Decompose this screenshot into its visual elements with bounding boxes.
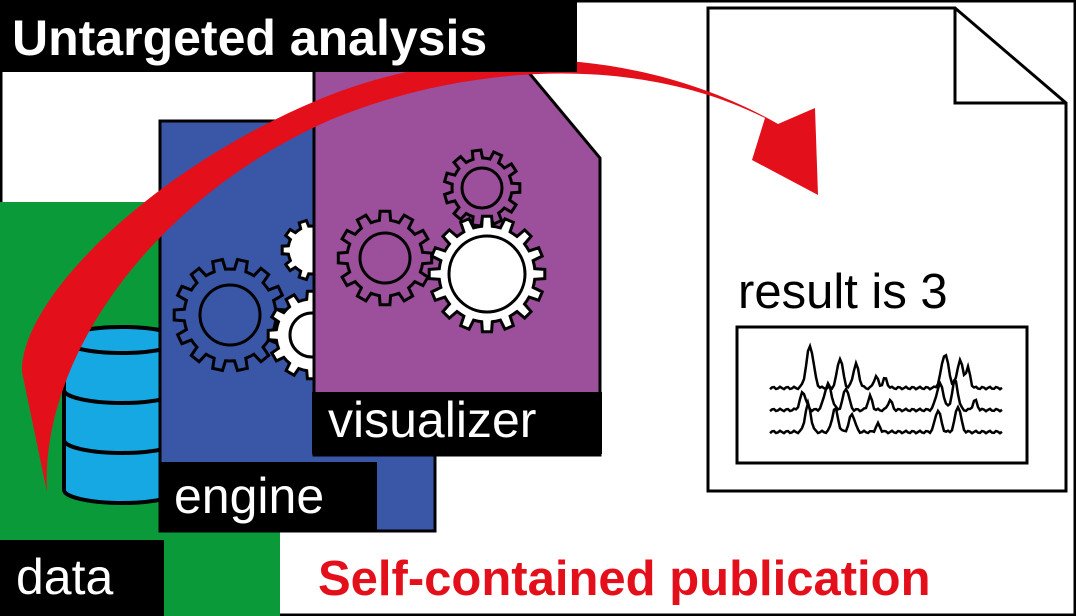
data-label-background [0, 540, 164, 616]
gear-icon [442, 148, 522, 228]
curved-arrow-icon [21, 59, 818, 493]
engine-label-background [160, 462, 377, 530]
publication-label: Self-contained publication [318, 552, 931, 606]
gear-icon [427, 214, 547, 334]
gear-icon [172, 257, 288, 373]
engine-label: engine [174, 468, 324, 524]
gear-icon [336, 209, 434, 307]
spectrum-chart-icon [735, 325, 1029, 465]
diagram-title: Untargeted analysis [12, 10, 487, 66]
visualizer-layer [312, 60, 602, 457]
visualizer-label-background [312, 392, 602, 454]
database-icon [62, 325, 182, 505]
visualizer-label: visualizer [328, 392, 536, 448]
result-text: result is 3 [738, 265, 948, 319]
title-background [0, 0, 577, 72]
data-label: data [16, 549, 114, 605]
